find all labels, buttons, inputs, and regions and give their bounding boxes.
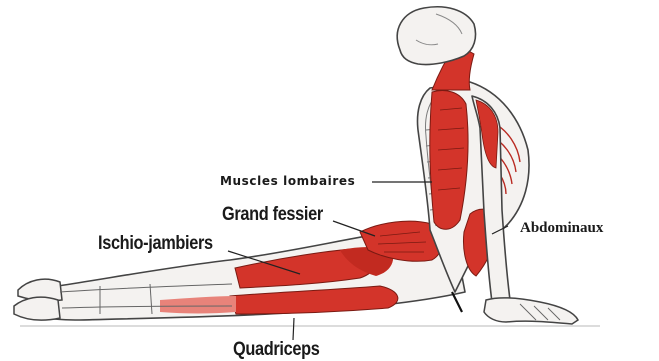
head <box>397 7 475 65</box>
hand <box>484 298 578 324</box>
quadriceps-leader-line <box>293 318 294 340</box>
label-lumbar-muscles: Muscles lombaires <box>220 175 355 187</box>
label-abdominals: Abdominaux <box>520 221 603 236</box>
label-hamstrings: Ischio-jambiers <box>98 234 213 253</box>
label-glutes: Grand fessier <box>222 205 323 224</box>
lumbar-muscle <box>430 91 468 230</box>
pointer-line <box>452 292 462 312</box>
label-quadriceps: Quadriceps <box>233 340 319 359</box>
feet <box>14 279 62 320</box>
